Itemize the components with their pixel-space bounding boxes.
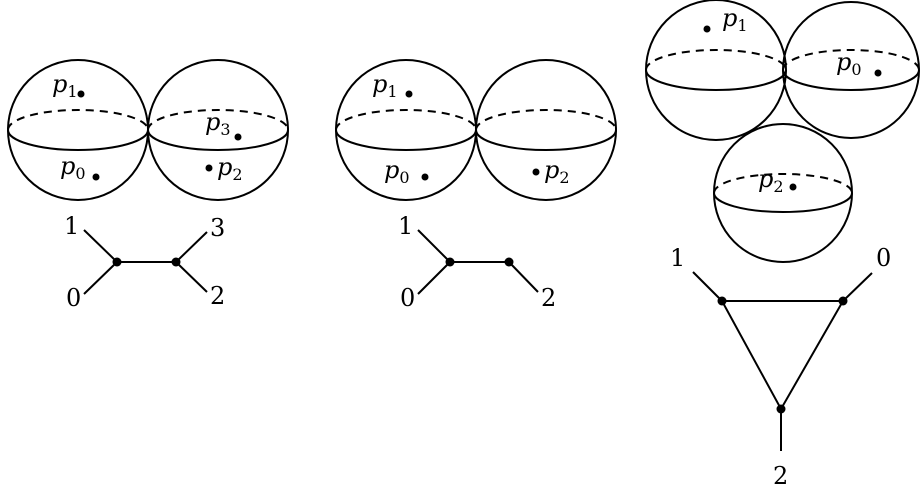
point-label: p1	[372, 70, 398, 101]
sphere-right-c	[713, 123, 853, 263]
dual-graph-middle	[417, 229, 539, 295]
graph-leg-label: 0	[400, 284, 415, 312]
point-dot	[405, 90, 413, 98]
graph-vertex	[838, 296, 848, 306]
graph-leg-label: 1	[398, 212, 413, 240]
sphere-right-a	[645, 0, 787, 141]
graph-leg-label: 2	[541, 284, 556, 312]
point-label: p1	[52, 70, 78, 101]
diagram-left	[7, 59, 289, 201]
point-dot	[532, 168, 540, 176]
point-dot	[234, 133, 242, 141]
graph-leg-label: 2	[210, 282, 225, 310]
point-label: p3	[205, 108, 231, 139]
sphere-right-b	[782, 1, 920, 139]
graph-leg-label: 1	[670, 244, 685, 272]
sphere-middle-b	[475, 59, 617, 201]
point-dot	[789, 183, 797, 191]
point-dot	[77, 90, 85, 98]
graph-leg-label: 3	[210, 214, 225, 242]
marked-points-left	[77, 90, 242, 181]
point-label: p2	[544, 156, 570, 187]
diagram-right	[645, 0, 920, 263]
point-dot	[92, 173, 100, 181]
sphere-left-b	[147, 59, 289, 201]
dual-graph-right	[692, 271, 873, 451]
point-label: p0	[384, 156, 410, 187]
point-label: p1	[722, 4, 748, 35]
point-label: p0	[60, 152, 86, 183]
graph-vertex	[445, 257, 455, 267]
graph-vertex	[171, 257, 181, 267]
graph-vertex	[112, 257, 122, 267]
point-dot	[421, 173, 429, 181]
graph-vertex	[776, 404, 786, 414]
graph-leg-label: 0	[876, 244, 891, 272]
graph-vertex	[504, 257, 514, 267]
point-dot	[205, 164, 213, 172]
graph-vertex	[717, 296, 727, 306]
graph-leg-label: 1	[64, 212, 79, 240]
point-label: p0	[836, 48, 862, 79]
point-dot	[703, 25, 711, 33]
diagram-middle	[335, 59, 617, 201]
graph-leg-label: 0	[66, 284, 81, 312]
graph-leg-label: 2	[773, 462, 788, 490]
point-label: p2	[758, 165, 784, 196]
point-dot	[874, 69, 882, 77]
dual-graph-left	[83, 229, 208, 295]
point-label: p2	[217, 153, 243, 184]
